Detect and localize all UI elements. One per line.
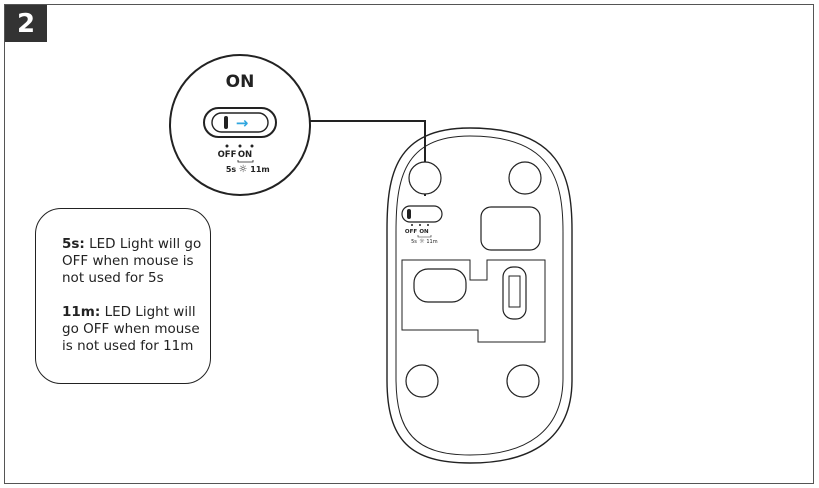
leader-line — [310, 120, 426, 196]
note-text: LED Light will go OFF when mouse is not … — [62, 304, 200, 354]
mouse-power-switch — [401, 205, 443, 223]
note-11m: 11m: LED Light will go OFF when mouse is… — [62, 304, 202, 355]
zoom-switch-outer — [203, 107, 277, 138]
zoom-off-label: OFF — [218, 150, 237, 160]
dongle-slot — [502, 266, 527, 320]
frame — [4, 4, 814, 484]
zoom-light-icon: ☼ — [239, 164, 248, 175]
zoom-circle — [169, 54, 311, 196]
battery-cover — [401, 259, 546, 343]
mouse-foot-bottom-left — [405, 364, 439, 398]
mouse-foot-bottom-right — [506, 364, 540, 398]
mouse-outer-shell — [386, 127, 573, 464]
mouse-foot-top-right — [508, 161, 542, 195]
zoom-switch-track — [211, 112, 269, 133]
mouse-switch-off-label: OFF — [405, 229, 417, 235]
zoom-switch-knob — [224, 116, 228, 129]
note-5s: 5s: LED Light will go OFF when mouse is … — [62, 236, 202, 287]
zoom-timer-long-label: 11m — [250, 165, 269, 174]
mouse-top-pad — [480, 206, 541, 251]
arrow-right-icon: → — [236, 114, 249, 132]
mouse-switch-on-label: ON — [419, 229, 429, 235]
mouse-timer-short-label: 5s — [411, 239, 417, 245]
note-text: LED Light will go OFF when mouse is not … — [62, 236, 202, 286]
zoom-on-label: ON — [238, 150, 252, 160]
mouse-light-icon: ☼ — [419, 238, 425, 245]
zoom-title: ON — [226, 72, 255, 92]
optical-sensor — [413, 268, 467, 303]
mouse-timer-long-label: 11m — [426, 239, 437, 245]
note-term: 11m: — [62, 304, 101, 320]
dongle-slot-inner — [508, 275, 521, 308]
mouse-foot-top-left — [408, 161, 442, 195]
note-box — [35, 208, 211, 384]
mouse-switch-knob — [407, 209, 411, 219]
note-term: 5s: — [62, 236, 85, 252]
mouse-inner-shell — [395, 135, 564, 456]
step-number-badge: 2 — [5, 5, 47, 42]
zoom-timer-short-label: 5s — [226, 165, 237, 174]
